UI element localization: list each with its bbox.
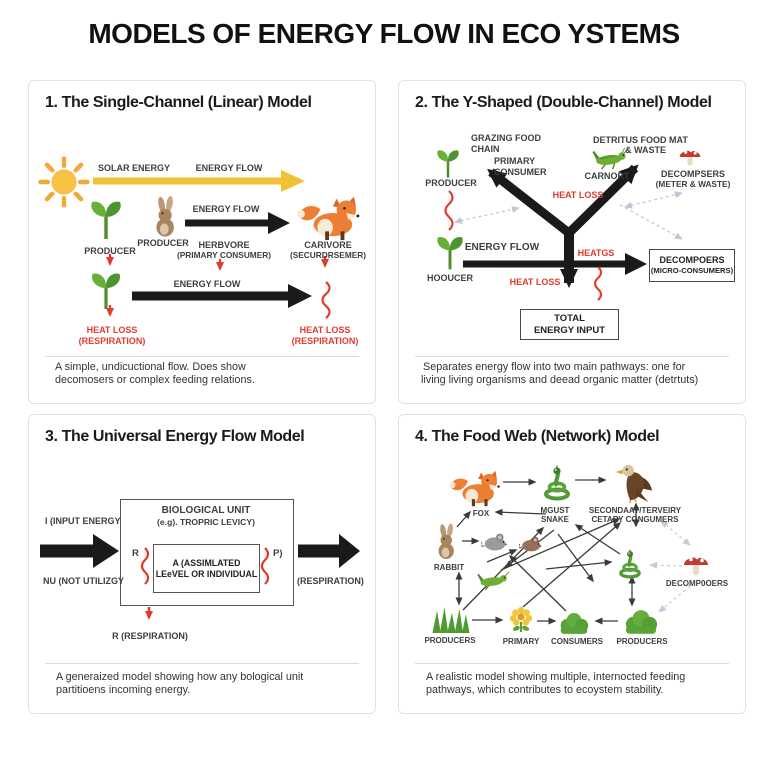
primary-label: PRIMARY	[502, 637, 540, 646]
herbivore-label: HERBVORE(PRIMARY CONSUMER)	[176, 240, 272, 260]
panel2-caption-line2: living living organisms and deead organi…	[421, 374, 699, 386]
consumers-label: CONSUMERS	[550, 637, 604, 646]
seedling-icon	[437, 150, 459, 178]
producer-plant-label: PRODUCER	[84, 246, 136, 256]
fox-icon	[449, 470, 500, 507]
solar-energy-label: SOLAR ENERGY	[97, 163, 171, 173]
decompsers-label: DECOMPSERS(METER & WASTE)	[655, 169, 731, 189]
mouse-icon	[481, 533, 507, 551]
grass-icon	[432, 607, 470, 633]
panel2-caption-line1: Separates energy flow into two main path…	[423, 361, 686, 373]
not-utilized-label: NU (NOT UTILIZGY	[43, 576, 124, 586]
energy-flow-label: ENERGY FLOW	[464, 242, 540, 253]
input-energy-label: I (INPUT ENERGY	[45, 516, 121, 526]
p-label: P)	[273, 548, 283, 559]
panel-universal-model: 3. The Universal Energy Flow Model A (AS…	[28, 414, 376, 714]
sun-icon	[38, 156, 90, 208]
assimilated-box: A (ASSIMLATED LEeVEL OR INDIVIDUAL	[153, 544, 260, 593]
respiration-bottom-label: R (RESPIRATION)	[112, 631, 188, 641]
mushroom-icon	[684, 555, 708, 575]
decomposers-label: DECOMP0OERS	[665, 579, 729, 588]
panel4-caption-line1: A realistic model showing multiple, inte…	[426, 671, 686, 683]
caption-divider	[415, 356, 729, 357]
caption-divider	[415, 663, 729, 664]
detritus-label-2: & WASTE	[625, 145, 667, 155]
panel4-caption-line2: pathways, which contributes to ecoystem …	[426, 684, 664, 696]
heat-loss-left-label: HEAT LOSS(RESPIRATION)	[78, 325, 146, 346]
energy-flow-label-bottom: ENERGY FLOW	[173, 279, 241, 289]
panel1-caption-line1: A simple, undicuctional flow. Does show	[55, 361, 246, 373]
producer-top-label: PRODUCER	[425, 178, 477, 188]
mushroom-icon	[679, 149, 701, 166]
fox-label: FOX	[472, 509, 490, 518]
mouse-icon	[519, 536, 542, 552]
energy-flow-label-mid: ENERGY FLOW	[192, 204, 260, 214]
flower-icon	[509, 607, 533, 633]
panel2-heading: 2. The Y-Shaped (Double-Channel) Model	[415, 94, 712, 111]
panel1-caption-line2: decomosers or complex feeding relations.	[55, 374, 255, 386]
seedling-icon	[91, 201, 121, 240]
producer-bottom-label: HOOUCER	[426, 273, 474, 283]
panel-y-shaped: 2. The Y-Shaped (Double-Channel) Model	[398, 80, 746, 404]
grasshopper-icon	[592, 147, 629, 170]
snake-icon	[619, 549, 641, 579]
biological-unit-box	[120, 499, 294, 606]
rabbit-icon	[438, 523, 454, 559]
heat-loss-right-label: HEAT LOSS(RESPIRATION)	[291, 325, 359, 346]
carnivore-label: CARIVORE(SECURDRSEMER)	[289, 240, 367, 260]
heat-loss-lower-label: HEAT LOSS	[509, 277, 561, 287]
energy-arrow-mid	[185, 212, 290, 234]
r-label: R	[132, 548, 139, 559]
decomposers-box: DECOMPOERS(MICRO-CONSUMERS)	[649, 249, 735, 282]
page-title: MODELS OF ENERGY FLOW IN ECO YSTEMS	[88, 18, 680, 49]
caption-divider	[45, 356, 359, 357]
producers-right-label: PRODUCERS	[616, 637, 668, 646]
bush-icon	[625, 610, 658, 634]
rabbit-icon	[156, 195, 174, 237]
eagle-icon	[615, 464, 653, 503]
carnort-label: CARNORT	[584, 171, 630, 181]
respiration-right-label: (RESPIRATION)	[297, 576, 364, 586]
rabbit-label: RABBIT	[433, 563, 465, 572]
heat-loss-upper-label: HEAT LOSS	[552, 190, 604, 200]
panel4-heading: 4. The Food Web (Network) Model	[415, 428, 660, 445]
grasshopper-icon	[477, 571, 510, 591]
heatgs-label: HEATGS	[577, 248, 615, 258]
energy-flow-label-top: ENERGY FLOW	[195, 163, 263, 173]
bush-icon	[560, 613, 589, 634]
panel-food-web: 4. The Food Web (Network) Model	[398, 414, 746, 714]
detritus-label: DETRITUS FOOD MAT	[593, 135, 688, 145]
fox-icon	[297, 196, 360, 241]
panel3-caption-line2: partitioens incoming energy.	[56, 684, 191, 696]
panel1-heading: 1. The Single-Channel (Linear) Model	[45, 94, 312, 111]
producer-rabbit-label: PRODUCER	[137, 238, 189, 248]
producers-left-label: PRODUCERS	[424, 636, 476, 645]
panel3-caption-line1: A generaized model showing how any bolog…	[56, 671, 304, 683]
panel-single-channel: 1. The Single-Channel (Linear) Model	[28, 80, 376, 404]
snake-icon	[544, 465, 570, 501]
biological-unit-label: BIOLOGICAL UNIT(e.g). TROPRIC LEVICY)	[157, 505, 255, 527]
panel3-heading: 3. The Universal Energy Flow Model	[45, 428, 305, 445]
seedling-icon	[437, 237, 463, 270]
seedling-icon	[91, 273, 121, 310]
caption-divider	[45, 663, 359, 664]
